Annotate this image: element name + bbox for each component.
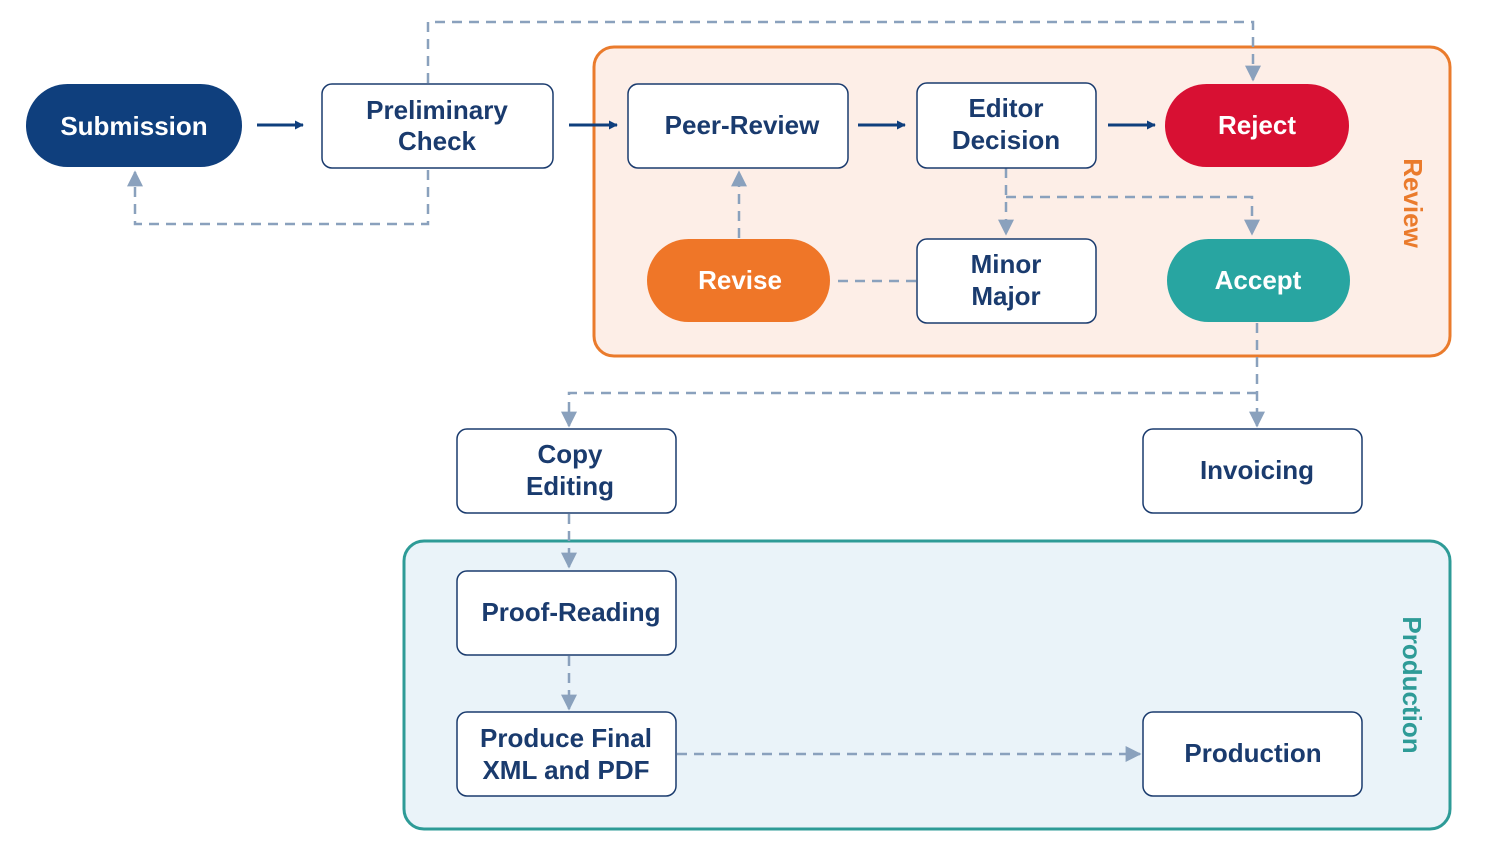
- node-copy-editing: Copy Editing: [456, 428, 677, 514]
- node-submission: Submission: [26, 84, 242, 167]
- svg-text:Invoicing: Invoicing: [1200, 455, 1314, 485]
- svg-text:Submission: Submission: [60, 111, 207, 141]
- node-editor-decision: Editor Decision: [916, 82, 1097, 169]
- production-group-label: Production: [1397, 616, 1427, 753]
- node-produce-final: Produce Final XML and PDF: [456, 711, 677, 797]
- connector-prelim-to-submission: [127, 170, 430, 226]
- svg-text:Preliminary: Preliminary: [366, 95, 508, 125]
- svg-text:Major: Major: [971, 281, 1040, 311]
- node-invoicing: Invoicing: [1142, 428, 1363, 514]
- node-revise: Revise: [647, 239, 830, 322]
- connector-editor-to-accept: [1006, 195, 1260, 236]
- svg-text:Accept: Accept: [1215, 265, 1302, 295]
- svg-text:Production: Production: [1184, 738, 1321, 768]
- svg-text:Revise: Revise: [698, 265, 782, 295]
- svg-text:Minor: Minor: [971, 249, 1042, 279]
- connector-accept-to-copy-editing: [561, 391, 1257, 428]
- svg-text:Check: Check: [398, 126, 477, 156]
- node-accept: Accept: [1167, 239, 1350, 322]
- svg-text:Copy: Copy: [538, 439, 604, 469]
- node-peer-review: Peer-Review: [627, 83, 849, 169]
- svg-text:Editor: Editor: [968, 93, 1043, 123]
- svg-text:Peer-Review: Peer-Review: [665, 110, 820, 140]
- node-production: Production: [1142, 711, 1363, 797]
- svg-text:Proof-Reading: Proof-Reading: [481, 597, 660, 627]
- svg-text:Reject: Reject: [1218, 110, 1296, 140]
- node-reject: Reject: [1165, 84, 1349, 167]
- node-minor-major: Minor Major: [916, 238, 1097, 324]
- svg-text:Editing: Editing: [526, 471, 614, 501]
- svg-text:Produce Final: Produce Final: [480, 723, 652, 753]
- svg-text:Decision: Decision: [952, 125, 1060, 155]
- node-proof-reading: Proof-Reading: [456, 570, 677, 656]
- review-group-label: Review: [1398, 158, 1428, 248]
- node-preliminary-check: Preliminary Check: [321, 83, 554, 169]
- svg-text:XML and PDF: XML and PDF: [482, 755, 649, 785]
